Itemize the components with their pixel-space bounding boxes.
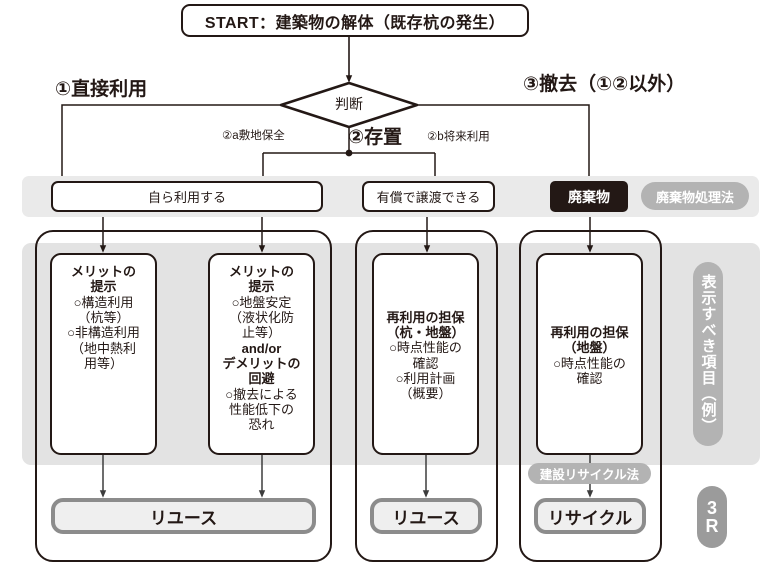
detail-box-reuse-guarantee-ground: 再利用の担保 （地盤） ○時点性能の 確認 bbox=[536, 253, 643, 455]
status-box-waste: 廃棄物 bbox=[550, 181, 628, 212]
status-box-transferable: 有償で譲渡できる bbox=[362, 181, 495, 212]
outcome-box-reuse-direct: リユース bbox=[51, 498, 316, 534]
group-frame-direct-use bbox=[35, 230, 332, 562]
law-pill-construction-recycle: 建設リサイクル法 bbox=[528, 463, 651, 484]
legend-3r-line1: 3 bbox=[706, 498, 717, 518]
detail-box-heading-2: and/or デメリットの 回避 bbox=[222, 340, 301, 387]
branch-label-keep-future: ②b将来利用 bbox=[427, 131, 490, 143]
detail-box-merit-ground: メリットの 提示 ○地盤安定 （液状化防 止等） and/or デメリットの 回… bbox=[208, 253, 315, 455]
detail-box-body: ○時点性能の 確認 bbox=[553, 355, 626, 386]
law-pill-waste-disposal: 廃棄物処理法 bbox=[641, 182, 749, 210]
detail-box-reuse-guarantee-pile-ground: 再利用の担保 （杭・地盤） ○時点性能の 確認 ○利用計画 （概要） bbox=[372, 253, 479, 455]
branch-label-direct-use: ①直接利用 bbox=[55, 79, 148, 100]
detail-box-body: ○時点性能の 確認 ○利用計画 （概要） bbox=[389, 340, 462, 402]
outcome-box-reuse-transfer: リユース bbox=[370, 498, 482, 534]
legend-3r-badge: 3 R bbox=[697, 486, 727, 548]
detail-box-body: ○構造利用 （杭等） ○非構造利用 （地中熱利 用等） bbox=[67, 294, 140, 371]
detail-box-heading: 再利用の担保 （地盤） bbox=[550, 324, 629, 356]
start-node: START：建築物の解体（既存杭の発生） bbox=[181, 4, 529, 37]
branch-label-removal: ③撤去（①②以外） bbox=[523, 74, 686, 95]
legend-3r-line2: R bbox=[705, 516, 719, 536]
decision-node-label: 判断 bbox=[335, 96, 363, 112]
detail-box-heading: メリットの 提示 bbox=[228, 264, 294, 295]
status-box-self-use: 自ら利用する bbox=[51, 181, 323, 212]
detail-box-heading: 再利用の担保 （杭・地盤） bbox=[386, 309, 465, 340]
detail-box-heading: メリットの 提示 bbox=[70, 264, 136, 295]
detail-box-merit-structural: メリットの 提示 ○構造利用 （杭等） ○非構造利用 （地中熱利 用等） bbox=[50, 253, 157, 455]
outcome-box-recycle: リサイクル bbox=[534, 498, 646, 534]
detail-box-body-2: ○撤去による 性能低下の 恐れ bbox=[225, 386, 298, 433]
legend-vertical-title: 表示すべき項目（例） bbox=[693, 262, 723, 446]
detail-box-body: ○地盤安定 （液状化防 止等） bbox=[228, 294, 294, 341]
branch-label-keep: ②存置 bbox=[348, 127, 403, 148]
branch-label-keep-site: ②a敷地保全 bbox=[222, 130, 285, 142]
